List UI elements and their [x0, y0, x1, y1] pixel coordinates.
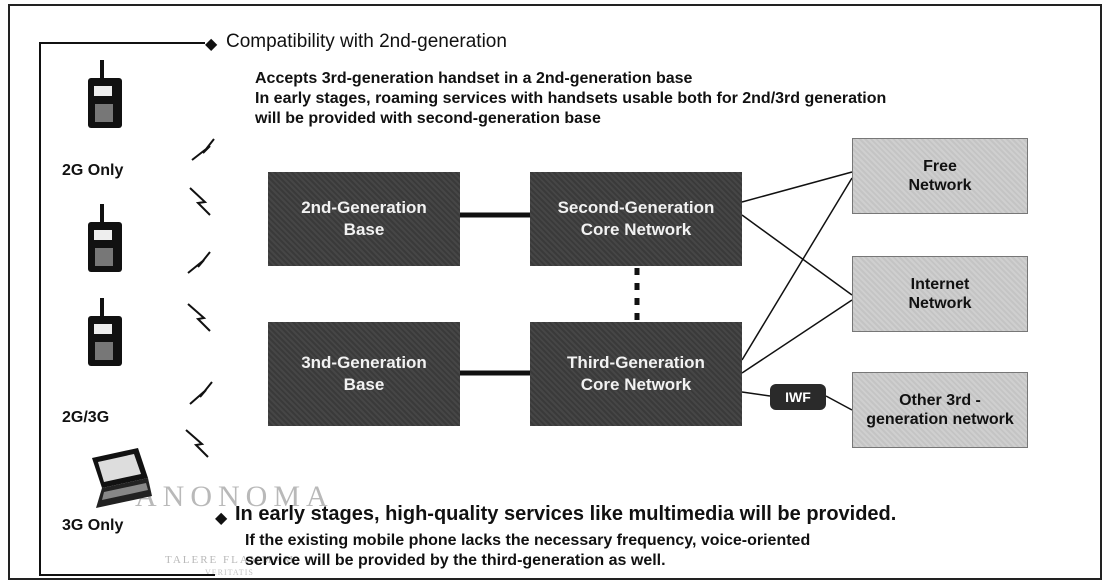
- core-second-generation-line1: Second-Generation: [557, 198, 715, 217]
- internet-network-line2: Network: [908, 295, 972, 312]
- core-second-generation: Second-Generation Core Network: [530, 172, 742, 266]
- iwf-badge: IWF: [770, 384, 826, 410]
- core-third-generation-line1: Third-Generation: [567, 353, 705, 372]
- outer-frame: [8, 4, 1102, 580]
- free-network-box: Free Network: [852, 138, 1028, 214]
- handset-icon: [88, 298, 122, 366]
- watermark-motto: TALERE FLAMMAM: [165, 554, 296, 566]
- left-bracket: [39, 42, 215, 576]
- core-second-generation-line2: Core Network: [580, 220, 692, 239]
- radio-wave-icon: [187, 303, 211, 332]
- handset-label-2g-only: 2G Only: [62, 162, 124, 179]
- internet-network-line1: Internet: [910, 276, 970, 293]
- radio-wave-icon: [189, 187, 211, 216]
- free-network-line2: Network: [908, 177, 972, 194]
- top-note-line-1: Accepts 3rd-generation handset in a 2nd-…: [255, 70, 693, 87]
- link-3gcore-free: [741, 177, 853, 361]
- bottom-note-bullet: ◆: [215, 510, 228, 527]
- base-3rd-generation: 3nd-Generation Base: [268, 322, 460, 426]
- link-2gcore-internet: [741, 214, 853, 296]
- top-note-line-2: In early stages, roaming services with h…: [255, 90, 887, 107]
- handset-icon: [88, 204, 122, 272]
- core-third-generation: Third-Generation Core Network: [530, 322, 742, 426]
- handset-label-3g-only: 3G Only: [62, 517, 124, 534]
- laptop-icon: [92, 448, 152, 508]
- base-2nd-generation-line1: 2nd-Generation: [301, 198, 427, 217]
- other-3g-network-line1: Other 3rd -: [899, 392, 981, 409]
- bottom-note-title: In early stages, high-quality services l…: [235, 503, 897, 525]
- other-3g-network-box: Other 3rd - generation network: [852, 372, 1028, 448]
- internet-network-box: Internet Network: [852, 256, 1028, 332]
- base-3rd-generation-line1: 3nd-Generation: [301, 353, 427, 372]
- link-3gcore-internet: [741, 299, 853, 374]
- bottom-note-line-1: If the existing mobile phone lacks the n…: [245, 532, 811, 549]
- top-note-line-3: will be provided with second-generation …: [255, 110, 601, 127]
- base-3rd-generation-line2: Base: [343, 375, 385, 394]
- link-3gcore-iwf: [741, 391, 771, 397]
- radio-wave-icon: [191, 138, 215, 161]
- watermark-sub: VERITATIS: [205, 568, 254, 577]
- top-note-title: Compatibility with 2nd-generation: [226, 31, 507, 52]
- free-network-line1: Free: [923, 158, 957, 175]
- core-third-generation-line2: Core Network: [580, 375, 692, 394]
- radio-wave-icon: [185, 429, 209, 458]
- bottom-note-line-2: service will be provided by the third-ge…: [245, 552, 666, 569]
- top-note-bullet: ◆: [205, 36, 218, 53]
- base-2nd-generation: 2nd-Generation Base: [268, 172, 460, 266]
- radio-wave-icon: [189, 381, 213, 405]
- handset-label-2g-3g: 2G/3G: [62, 409, 110, 426]
- link-iwf-other: [825, 395, 853, 411]
- handset-icon: [88, 60, 122, 128]
- watermark-arc-text: ANONOMA: [135, 480, 334, 513]
- other-3g-network-line2: generation network: [866, 411, 1014, 428]
- link-2gcore-free: [741, 171, 853, 203]
- radio-wave-icon: [187, 251, 211, 274]
- base-2nd-generation-line2: Base: [343, 220, 385, 239]
